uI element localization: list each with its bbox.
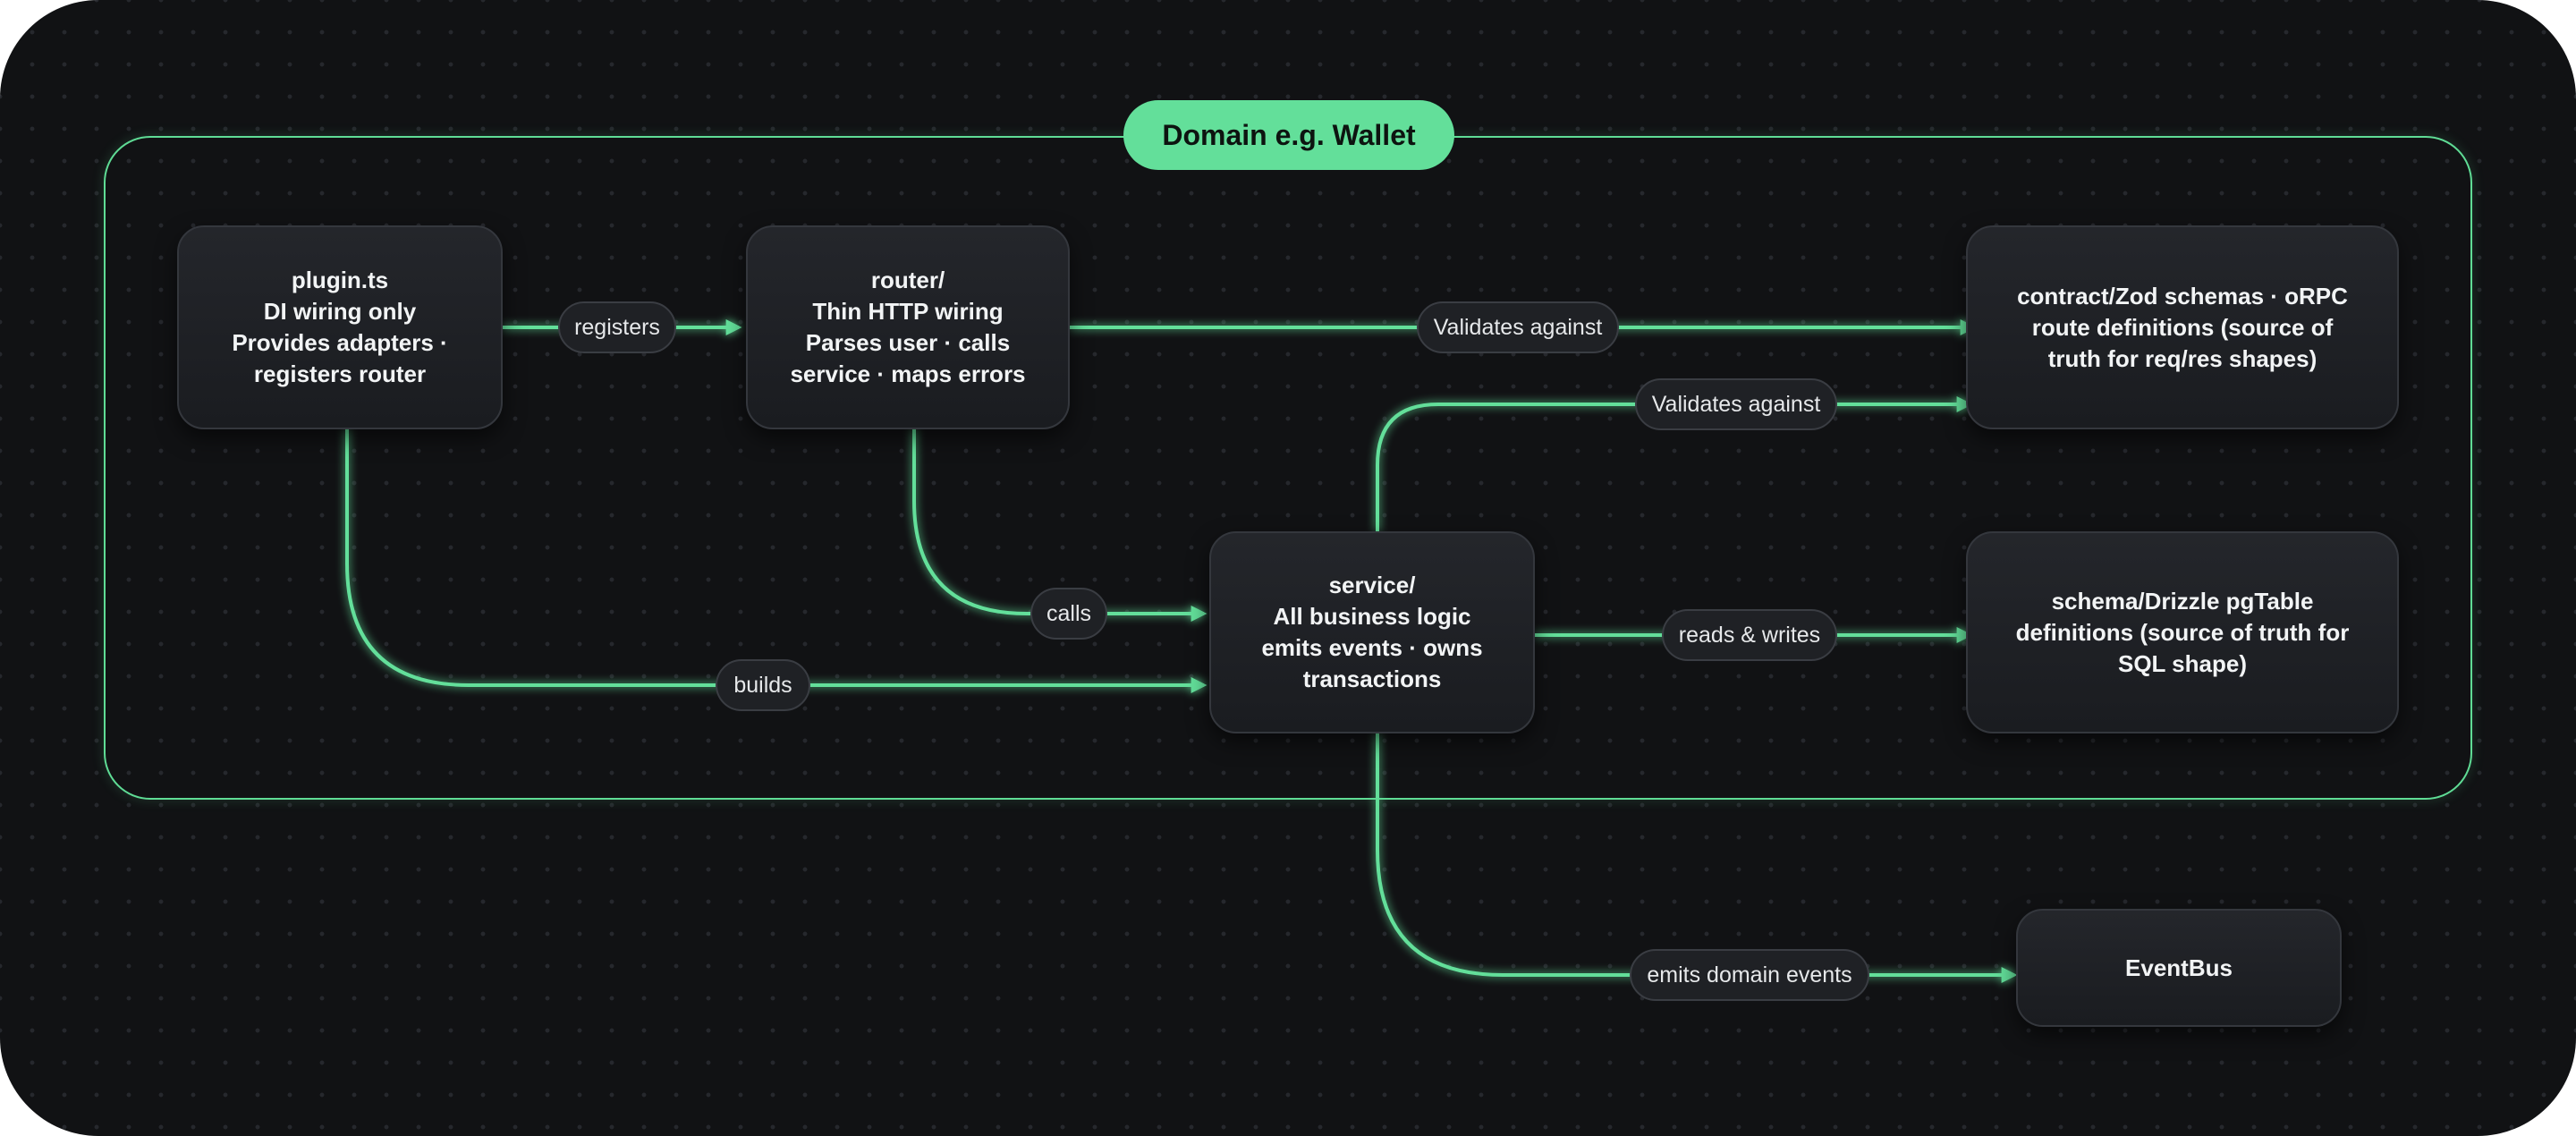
edge-label-registers: registers bbox=[558, 301, 676, 353]
domain-title: Domain e.g. Wallet bbox=[1123, 100, 1454, 170]
plugin-line-2: DI wiring only bbox=[263, 298, 417, 325]
edge-label-validates-router: Validates against bbox=[1417, 301, 1619, 353]
plugin-line-1: plugin.ts bbox=[291, 267, 389, 293]
edge-service-eventbus bbox=[1376, 733, 2018, 983]
service-line-1: service/ bbox=[1328, 572, 1416, 598]
schema-line-3: SQL shape) bbox=[2117, 649, 2247, 677]
edge-router-service bbox=[912, 429, 1208, 622]
router-line-3: Parses user · calls bbox=[805, 329, 1011, 356]
edge-plugin-service bbox=[345, 429, 1208, 693]
eventbus-node: EventBus bbox=[2016, 909, 2342, 1027]
edge-label-reads-writes: reads & writes bbox=[1662, 609, 1837, 661]
service-line-4: transactions bbox=[1302, 665, 1442, 692]
router-line-1: router/ bbox=[870, 267, 945, 293]
contract-line-2: route definitions (source of bbox=[2031, 313, 2334, 341]
edge-label-builds: builds bbox=[716, 659, 810, 711]
eventbus-line-1: EventBus bbox=[2125, 954, 2233, 981]
edge-service-contract bbox=[1376, 396, 1973, 531]
schema-line-2: definitions (source of truth for bbox=[2015, 618, 2350, 646]
plugin-line-3: Provides adapters · bbox=[232, 329, 448, 356]
service-node: service/ All business logic emits events… bbox=[1209, 531, 1535, 733]
schema-line-1: schema/Drizzle pgTable bbox=[2051, 587, 2314, 615]
router-line-4: service · maps errors bbox=[790, 360, 1026, 387]
contract-line-1: contract/Zod schemas · oRPC bbox=[2017, 282, 2348, 309]
edge-label-validates-service: Validates against bbox=[1635, 378, 1837, 430]
edge-label-emits: emits domain events bbox=[1630, 949, 1869, 1001]
edge-label-calls: calls bbox=[1030, 588, 1107, 640]
plugin-line-4: registers router bbox=[253, 360, 427, 387]
contract-node: contract/Zod schemas · oRPC route defini… bbox=[1966, 225, 2399, 429]
service-line-3: emits events · owns bbox=[1261, 634, 1483, 661]
router-node: router/ Thin HTTP wiring Parses user · c… bbox=[746, 225, 1070, 429]
schema-node: schema/Drizzle pgTable definitions (sour… bbox=[1966, 531, 2399, 733]
contract-line-3: truth for req/res shapes) bbox=[2047, 344, 2318, 372]
service-line-2: All business logic bbox=[1273, 603, 1471, 630]
router-line-2: Thin HTTP wiring bbox=[812, 298, 1004, 325]
plugin-node: plugin.ts DI wiring only Provides adapte… bbox=[177, 225, 503, 429]
